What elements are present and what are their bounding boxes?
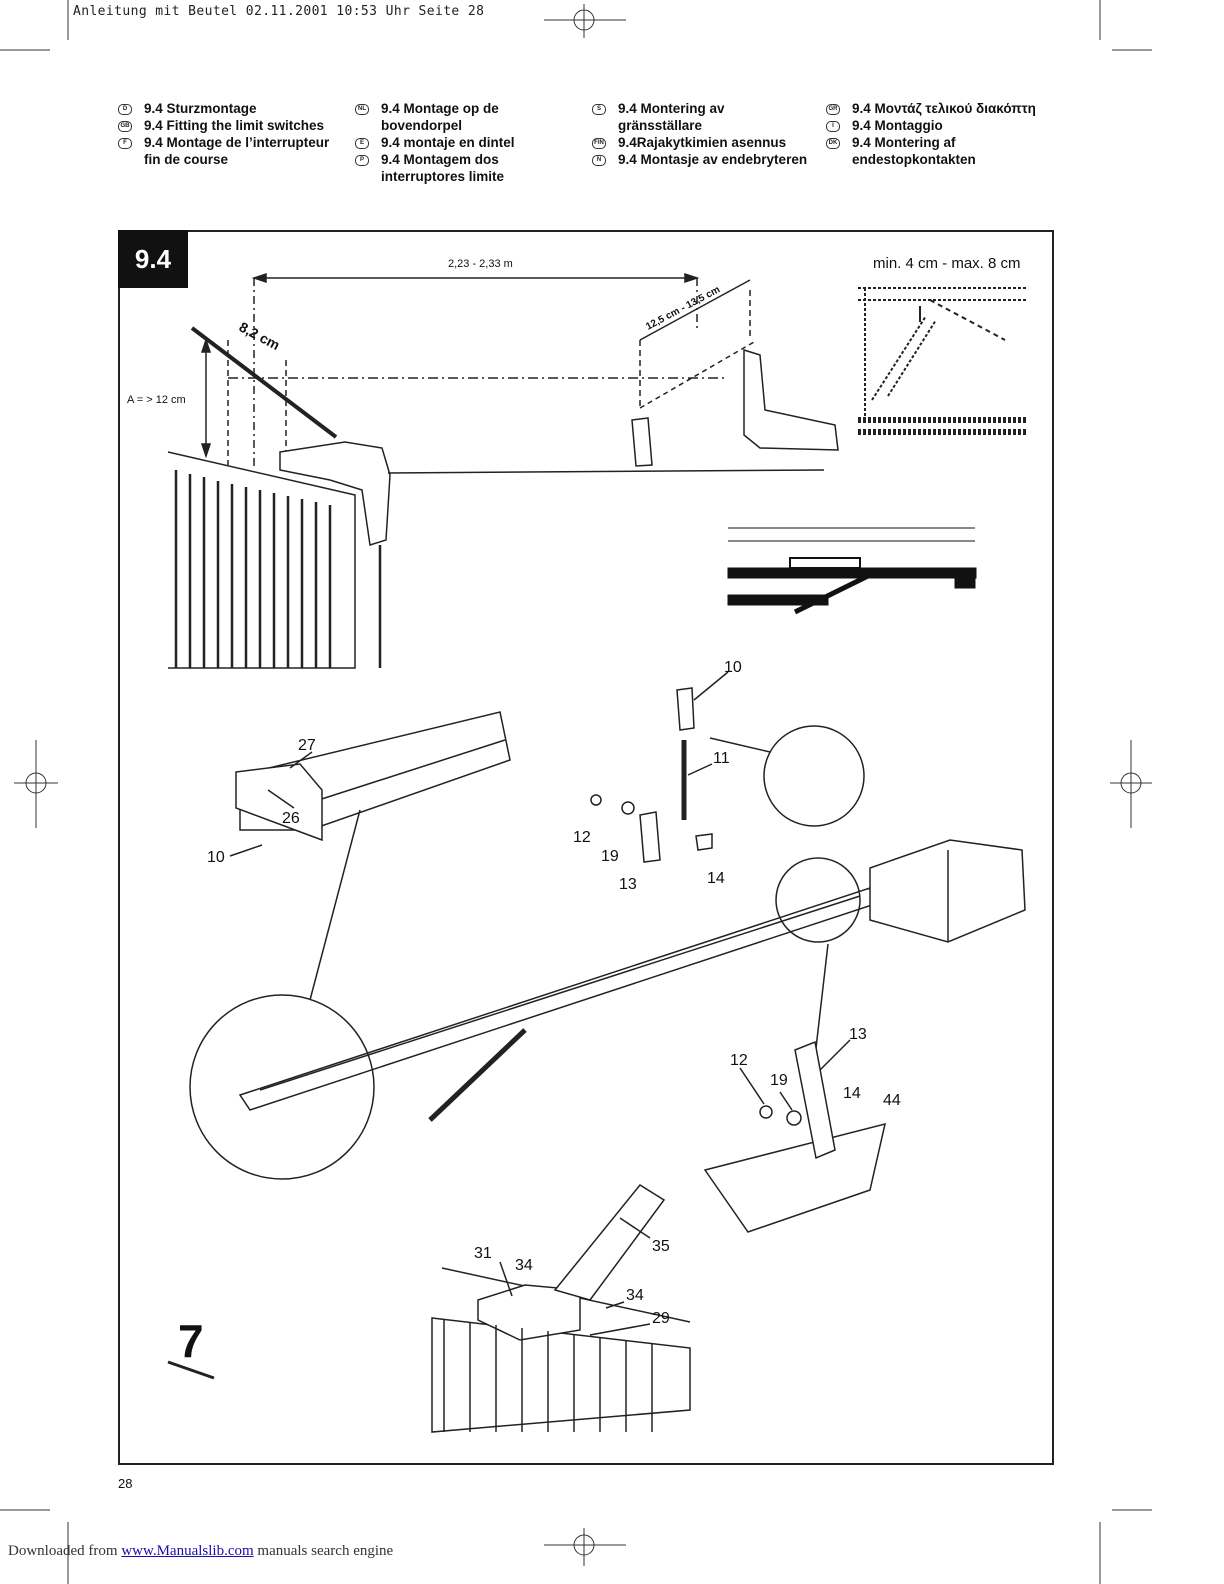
section-number-tab: 9.4 [118, 230, 188, 288]
footer: Downloaded from www.Manualslib.com manua… [8, 1543, 393, 1560]
lang-badge: E [355, 138, 369, 149]
part-label: 13 [849, 1026, 867, 1043]
part-label: 13 [619, 876, 637, 893]
part-label: 10 [724, 659, 742, 676]
lang-badge: N [592, 155, 606, 166]
part-label: 11 [713, 750, 730, 767]
part-label: 10 [207, 849, 225, 866]
lang-badge: D [118, 104, 132, 115]
manualslib-link[interactable]: www.Manualslib.com [121, 1543, 254, 1559]
lang-badge: S [592, 104, 606, 115]
part-label: 12 [730, 1052, 748, 1069]
dim-a-label: A = > 12 cm [127, 394, 186, 406]
dim-diag-label: 12,5 cm - 13,5 cm [644, 284, 722, 332]
lang-badge: DK [826, 138, 840, 149]
detail-circle-hanger [763, 725, 865, 827]
lang-badge: GB [118, 121, 132, 132]
part-label: 27 [298, 737, 316, 754]
lang-badge: FIN [592, 138, 606, 149]
part-label: 19 [770, 1072, 788, 1089]
detail-lintel [858, 287, 1028, 435]
part-label: 26 [282, 810, 300, 827]
part-label: 14 [843, 1085, 861, 1102]
lang-badge: F [118, 138, 132, 149]
figure-frame [118, 230, 1054, 1465]
part-label: 31 [474, 1245, 492, 1262]
lang-badge: GR [826, 104, 840, 115]
detail-circle-bracket [189, 994, 375, 1180]
page-number: 28 [118, 1476, 133, 1491]
dim-min-max-label: min. 4 cm - max. 8 cm [873, 255, 1021, 272]
detail-rail [727, 527, 977, 615]
installation-illustration: 2,23 - 2,33 m min. 4 cm - max. 8 cm A = … [127, 255, 1028, 1433]
part-label: 44 [883, 1092, 901, 1109]
part-label: 34 [626, 1287, 644, 1304]
part-label: 34 [515, 1257, 533, 1274]
dim-span-label: 2,23 - 2,33 m [448, 258, 513, 270]
print-info-line: Anleitung mit Beutel 02.11.2001 10:53 Uh… [73, 4, 485, 19]
part-label: 14 [707, 870, 725, 887]
dim-82-label: 8,2 cm [237, 319, 283, 354]
part-label: 35 [652, 1238, 670, 1255]
lang-badge: I [826, 121, 840, 132]
part-label: 29 [652, 1310, 670, 1327]
footer-suffix: manuals search engine [253, 1543, 394, 1559]
step-number: 7 [178, 1315, 204, 1367]
lang-badge: NL [355, 104, 369, 115]
detail-circle-motor [775, 857, 861, 943]
opener-assembly [167, 671, 1026, 1433]
part-label: 12 [573, 829, 591, 846]
part-label: 19 [601, 848, 619, 865]
lang-badge: P [355, 155, 369, 166]
footer-prefix: Downloaded from [8, 1543, 122, 1559]
